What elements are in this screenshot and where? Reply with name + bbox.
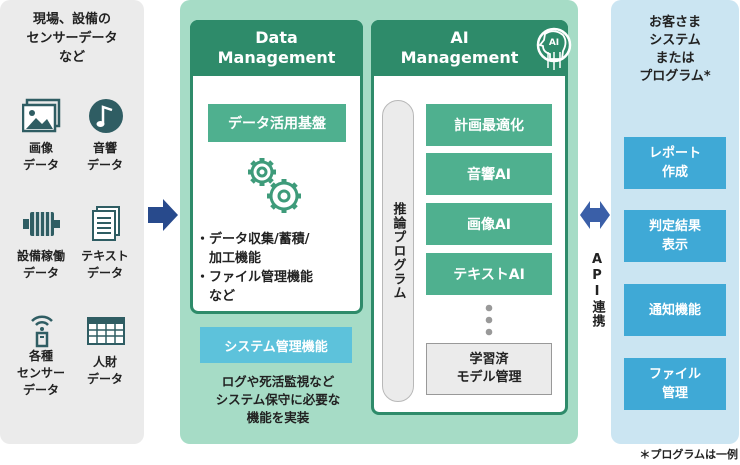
document-icon [92, 206, 120, 241]
right-arrow-icon [148, 199, 178, 231]
footnote: ＊プログラムは一例 [639, 448, 738, 461]
equipment-data-label: 設備稼働 データ [16, 249, 65, 280]
sensor-data-label: 各種 センサー データ [16, 349, 65, 397]
data-management-features: ・データ収集/蓄積/ 加工機能 ・ファイル管理機能 など [196, 232, 314, 304]
image-data-label: 画像 データ [22, 141, 59, 172]
hr-data-label: 人財 データ [86, 355, 123, 386]
double-arrow-icon [580, 201, 610, 229]
plan-optimization-box: 計画最適化 [426, 104, 552, 146]
sound-data-label: 音響 データ [86, 141, 123, 172]
trained-model-management-box: 学習済 モデル管理 [426, 343, 552, 395]
svg-text:AI: AI [549, 38, 559, 48]
music-note-icon [89, 99, 123, 133]
inference-program-box [382, 100, 414, 402]
ai-head-icon: AI [536, 27, 572, 70]
ai-management-title: AI Management [371, 20, 568, 76]
inference-program-label: 推論プログラム [390, 202, 406, 300]
motor-icon [23, 212, 60, 236]
system-management-box: システム管理機能 [200, 327, 352, 363]
customer-system-title: お客さま システム または プログラム* [639, 15, 711, 84]
report-creation-box: レポート 作成 [624, 137, 726, 189]
text-ai-box: テキストAI [426, 253, 552, 295]
sound-ai-box: 音響AI [426, 153, 552, 195]
notification-box: 通知機能 [624, 284, 726, 336]
data-platform-box: データ活用基盤 [208, 104, 346, 142]
api-integration-label: API連携 [589, 252, 605, 328]
text-data-label: テキスト データ [81, 249, 129, 280]
image-ai-box: 画像AI [426, 203, 552, 245]
sensor-icon [31, 315, 53, 348]
gears-icon [248, 158, 301, 213]
file-management-box: ファイル 管理 [624, 358, 726, 410]
data-management-title: Data Management [190, 20, 363, 76]
image-icon [22, 98, 61, 133]
result-display-box: 判定結果 表示 [624, 210, 726, 262]
data-source-title: 現場、設備の センサーデータ など [26, 12, 118, 65]
system-management-description: ログや死活監視など システム保守に必要な 機能を実装 [215, 374, 341, 425]
spreadsheet-icon [87, 317, 125, 345]
more-dots-icon [485, 304, 493, 336]
